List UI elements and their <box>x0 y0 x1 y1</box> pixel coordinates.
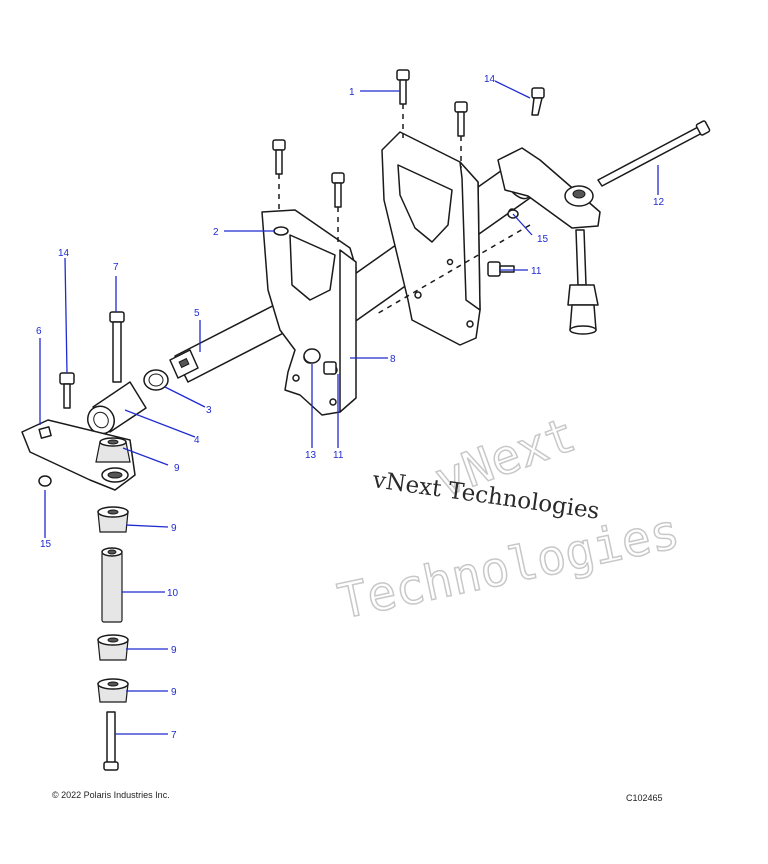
callout-15-right: 15 <box>537 234 549 245</box>
damper-part-9-c <box>97 634 129 661</box>
callout-7-lower: 7 <box>171 730 177 741</box>
long-bolt-part-12 <box>597 120 711 187</box>
callout-3: 3 <box>206 405 212 416</box>
callout-labels: 1 14 2 5 3 4 14 7 6 9 15 9 10 9 9 7 8 13… <box>36 74 665 741</box>
left-bracket-part-6 <box>21 419 136 491</box>
callout-12: 12 <box>653 197 665 208</box>
top-bolts <box>272 69 468 208</box>
right-arm-bracket <box>497 147 601 229</box>
bolt-part-7-upper <box>109 311 125 383</box>
callout-7-upper: 7 <box>113 262 119 273</box>
callout-11-right: 11 <box>531 266 542 277</box>
watermark: vNext Technologies <box>333 406 685 631</box>
bolt-part-7-lower <box>103 711 119 771</box>
sleeve-part-4 <box>86 381 147 435</box>
callout-4: 4 <box>194 435 200 446</box>
assembly-dashed-lines <box>278 104 531 316</box>
callout-6: 6 <box>36 326 42 337</box>
figure-code: C102465 <box>626 793 663 803</box>
callout-1: 1 <box>349 87 355 98</box>
callout-9-d: 9 <box>171 687 177 698</box>
nuts-front <box>303 348 337 375</box>
callout-leaders <box>39 80 659 735</box>
bolt-part-14-upper <box>531 87 545 116</box>
right-damper-stack <box>567 229 599 335</box>
callout-14-upper: 14 <box>484 74 496 85</box>
spacer-part-10 <box>101 547 123 623</box>
nut-part-15-left <box>38 475 52 487</box>
callout-8: 8 <box>390 354 396 365</box>
callout-9-b: 9 <box>171 523 177 534</box>
bolt-part-14-left <box>59 372 75 409</box>
rear-frame-bracket <box>381 131 481 346</box>
front-bracket-part-8 <box>261 209 357 416</box>
callout-10: 10 <box>167 588 179 599</box>
washer-part-2 <box>273 226 289 236</box>
callout-2: 2 <box>213 227 219 238</box>
callout-14-left: 14 <box>58 248 70 259</box>
callout-11-front: 11 <box>333 450 344 461</box>
copyright-notice: © 2022 Polaris Industries Inc. <box>52 790 170 800</box>
callout-13: 13 <box>305 450 317 461</box>
callout-5: 5 <box>194 308 200 319</box>
watermark-line-3: Technologies <box>333 503 684 630</box>
damper-part-9-a <box>95 437 131 463</box>
callout-9-c: 9 <box>171 645 177 656</box>
damper-part-9-d <box>97 678 129 703</box>
bolt-part-11-right <box>487 261 515 277</box>
damper-part-9-b <box>97 506 129 533</box>
callout-15-left: 15 <box>40 539 52 550</box>
callout-9-a: 9 <box>174 463 180 474</box>
